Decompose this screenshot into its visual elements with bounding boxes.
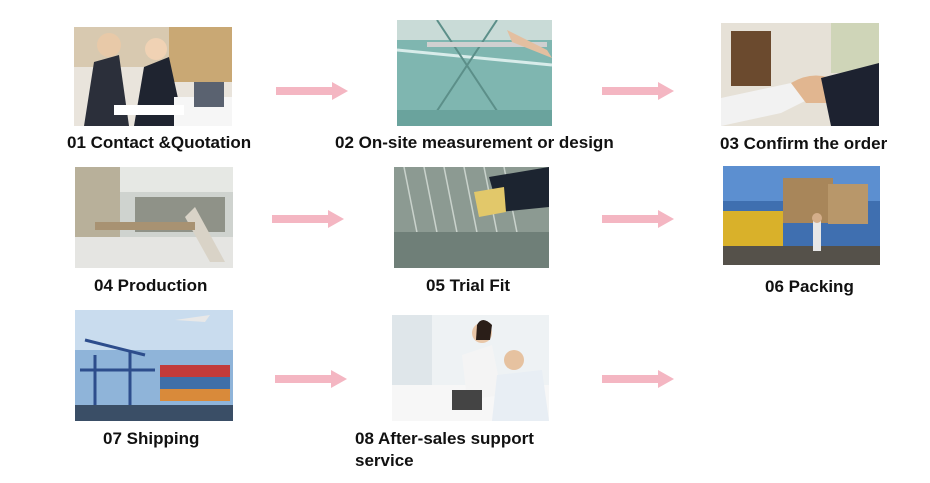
step-02-label: 02 On-site measurement or design — [335, 133, 614, 152]
arrow-right-icon — [275, 370, 347, 388]
arrow-right-icon — [602, 370, 674, 388]
step-03-photo — [721, 23, 879, 126]
step-04-label: 04 Production — [94, 276, 208, 295]
step-06-photo — [723, 166, 880, 265]
step-05-label: 05 Trial Fit — [426, 276, 511, 295]
arrow-right-icon — [272, 210, 344, 228]
arrow-right-icon — [602, 210, 674, 228]
step-08-label: 08 After-sales support service — [355, 429, 534, 470]
step-08-photo — [392, 315, 549, 421]
step-01-photo — [74, 27, 232, 126]
step-06-label: 06 Packing — [765, 277, 854, 296]
step-03-label: 03 Confirm the order — [720, 134, 888, 153]
step-02-photo — [397, 20, 552, 126]
arrow-right-icon — [276, 82, 348, 100]
arrow-right-icon — [602, 82, 674, 100]
step-07-photo — [75, 310, 233, 421]
step-07-label: 07 Shipping — [103, 429, 200, 448]
step-05-photo — [394, 167, 549, 268]
step-01-label: 01 Contact &Quotation — [67, 133, 252, 152]
step-04-photo — [75, 167, 233, 268]
